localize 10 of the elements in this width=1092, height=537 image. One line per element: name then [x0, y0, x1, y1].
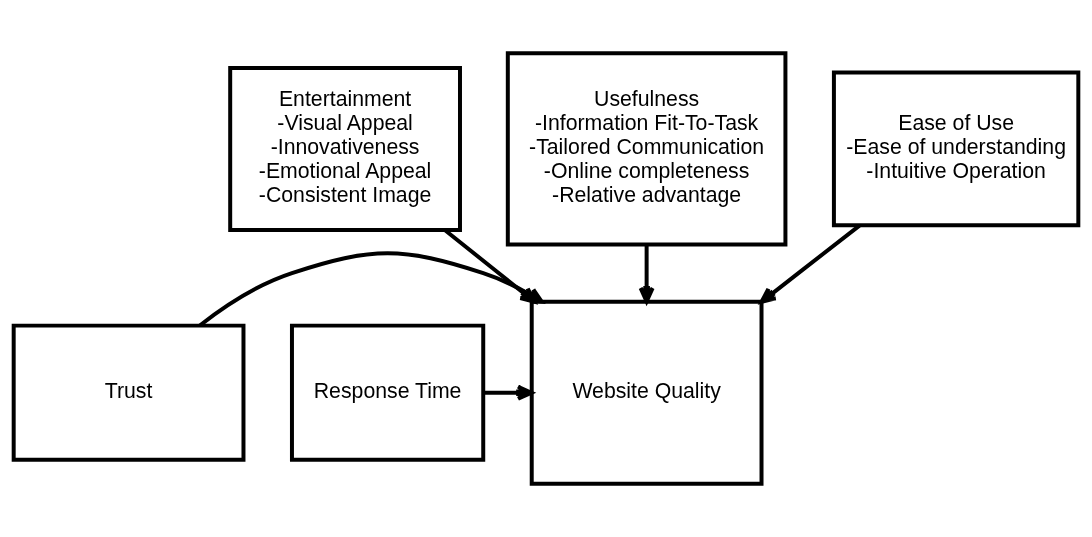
node-box: Entertainment -Visual Appeal -Innovativeness -Emotional Appeal -Consistent Image [228, 65, 462, 232]
arrow [638, 244, 655, 304]
node-box: Trust [11, 323, 246, 462]
arrow [483, 384, 534, 401]
node-box: Response Time [289, 323, 486, 462]
arrow [198, 251, 544, 328]
arrow [759, 224, 861, 304]
node-box: Usefulness -Information Fit-To-Task -Tailored Communication -Online completeness -Relative advantage [505, 51, 788, 247]
node-box: Ease of Use -Ease of understanding -Intuitive Operation [831, 70, 1081, 228]
node-box: Website Quality [529, 299, 764, 486]
